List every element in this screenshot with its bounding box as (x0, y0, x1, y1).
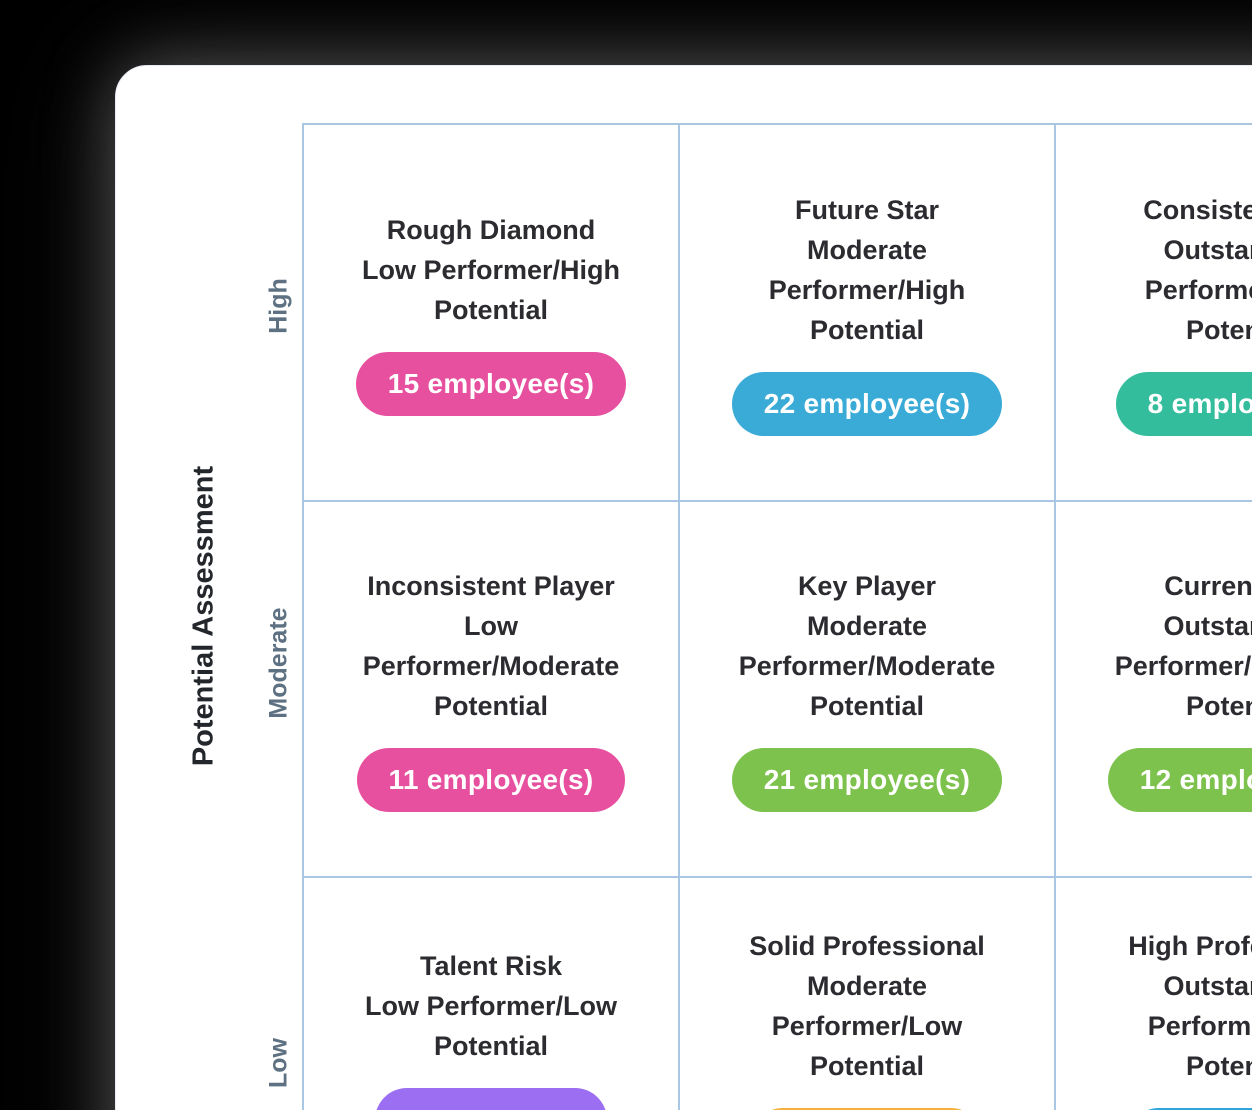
cell-descriptor: Moderate Performer/Moderate Potential (738, 611, 996, 721)
row-label-moderate: Moderate (264, 607, 293, 719)
row-label-high: High (264, 278, 293, 334)
grid-cell-current-star: Current Star Outstanding Performer/Moder… (1056, 502, 1252, 878)
cell-descriptor: Moderate Performer/High Potential (768, 234, 966, 345)
grid-cell-inconsistent-player: Inconsistent Player Low Performer/Modera… (304, 502, 680, 878)
cell-descriptor: Moderate Performer/Low Potential (771, 971, 963, 1081)
grid-cell-key-player: Key Player Moderate Performer/Moderate P… (680, 502, 1056, 878)
cell-descriptor: Outstanding Performer/High Potential (1144, 234, 1252, 345)
cell-title: High Professional (1128, 931, 1252, 961)
cell-descriptor: Outstanding Performer/Moderate Potential (1114, 611, 1252, 721)
cell-descriptor: Low Performer/High Potential (361, 254, 621, 325)
cell-descriptor: Outstanding Performer/Low Potential (1147, 971, 1252, 1081)
employee-count-badge[interactable]: 11 employee(s) (356, 748, 626, 812)
cell-title: Key Player (797, 571, 937, 601)
nine-box-grid: Rough Diamond Low Performer/High Potenti… (302, 123, 1252, 1110)
grid-cell-future-star: Future Star Moderate Performer/High Pote… (680, 125, 1056, 502)
employee-count-badge[interactable] (1127, 1108, 1252, 1110)
grid-cell-solid-professional: Solid Professional Moderate Performer/Lo… (680, 878, 1056, 1110)
employee-count-badge[interactable]: 22 employee(s) (731, 371, 1003, 436)
cell-descriptor: Low Performer/Low Potential (364, 991, 618, 1061)
row-label-low: Low (264, 1038, 293, 1088)
cell-title: Current Star (1164, 571, 1252, 601)
cell-title: Solid Professional (749, 931, 985, 961)
employee-count-badge[interactable]: 21 employee(s) (731, 748, 1003, 812)
employee-count-badge[interactable] (751, 1108, 983, 1110)
grid-cell-rough-diamond: Rough Diamond Low Performer/High Potenti… (304, 125, 680, 502)
cell-title: Consistent Star (1143, 194, 1252, 225)
nine-box-panel: Potential Assessment High Moderate Low R… (115, 65, 1252, 1110)
employee-count-badge[interactable] (375, 1088, 607, 1110)
grid-cell-high-professional: High Professional Outstanding Performer/… (1056, 878, 1252, 1110)
cell-title: Future Star (794, 194, 940, 225)
cell-title: Rough Diamond (386, 214, 596, 245)
cell-title: Talent Risk (419, 951, 563, 981)
employee-count-badge[interactable]: 15 employee(s) (355, 351, 627, 416)
employee-count-badge[interactable]: 8 employee(s) (1115, 371, 1252, 436)
employee-count-badge[interactable]: 12 employee(s) (1107, 748, 1252, 812)
grid-cell-consistent-star: Consistent Star Outstanding Performer/Hi… (1056, 125, 1252, 502)
y-axis-title: Potential Assessment (187, 465, 220, 767)
cell-descriptor: Low Performer/Moderate Potential (362, 611, 620, 721)
cell-title: Inconsistent Player (367, 571, 615, 601)
grid-cell-talent-risk: Talent Risk Low Performer/Low Potential (304, 878, 680, 1110)
